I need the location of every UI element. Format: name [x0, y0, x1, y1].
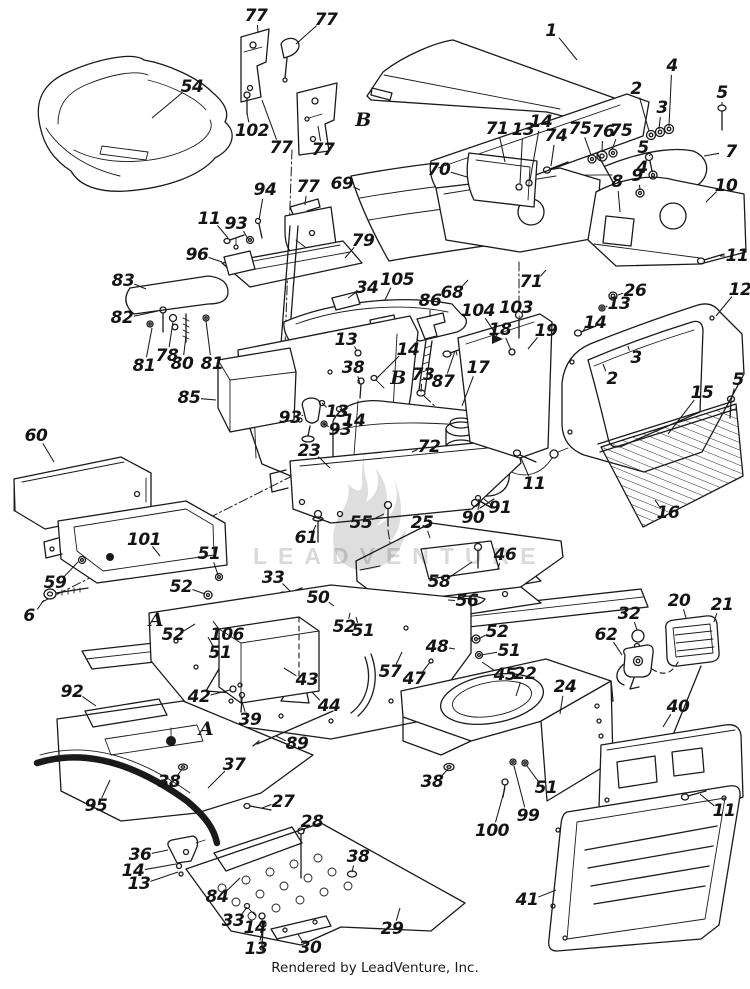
grille-41	[548, 785, 741, 952]
seat-bracket-left	[240, 28, 270, 103]
choke-knob	[301, 349, 385, 443]
side-panel-104	[457, 313, 553, 459]
seat-bracket-right	[296, 82, 338, 156]
bolt-6	[43, 587, 89, 600]
dash-top-105	[283, 291, 467, 345]
battery-tray-101	[43, 500, 228, 584]
running-board	[33, 698, 334, 847]
steering-platform	[221, 225, 363, 431]
instrument-dash-housing	[587, 176, 747, 267]
fuel-cap-assembly	[416, 312, 471, 397]
vent-grille-20	[665, 615, 720, 667]
foot-plate-84	[185, 802, 466, 951]
clamp-36	[167, 835, 206, 877]
rear-frame	[400, 658, 614, 802]
seat	[37, 55, 233, 192]
key-switch-62	[616, 629, 679, 690]
battery-box-43	[218, 616, 320, 713]
console-85	[217, 347, 297, 433]
bracket-70	[466, 152, 538, 208]
footer-credit: Rendered by LeadVenture, Inc.	[271, 960, 479, 976]
seat-latch-lever	[280, 37, 300, 83]
clamp-assembly	[125, 275, 229, 343]
